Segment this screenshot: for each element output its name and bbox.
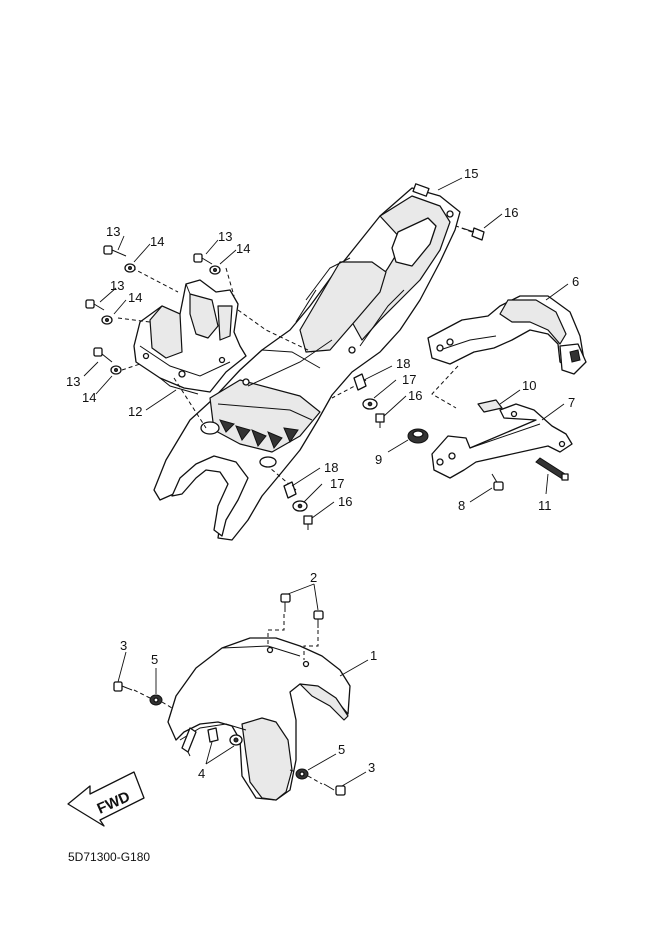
screw-16-upper [461, 227, 485, 241]
forward-arrow-icon: FWD [67, 771, 145, 827]
label-rear-15: 15 [464, 166, 478, 181]
bracket [431, 403, 573, 479]
label-rear-11: 11 [538, 498, 552, 513]
bolt-3-left [113, 681, 133, 692]
label-rear-18-mid: 18 [396, 356, 410, 371]
label-rear-16-low: 16 [338, 494, 352, 509]
bolt-13-c [85, 299, 113, 325]
label-rear-9: 9 [375, 452, 382, 467]
label-front-5-right: 5 [338, 742, 345, 757]
inner-liner [133, 279, 247, 395]
screw-2-b [313, 610, 324, 628]
label-rear-13-c: 13 [110, 278, 124, 293]
label-rear-14-d: 14 [82, 390, 96, 405]
label-rear-12: 12 [128, 404, 142, 419]
label-front-2: 2 [310, 570, 317, 585]
label-rear-14-a: 14 [150, 234, 164, 249]
bolt-8 [491, 473, 504, 491]
installation-lines-rear [117, 225, 473, 491]
collar-washer-screw-lower [283, 481, 313, 530]
bolt-13-b [193, 253, 221, 275]
grommet [407, 428, 429, 444]
pad [477, 399, 503, 413]
bolt-13-a [103, 245, 136, 273]
label-rear-6: 6 [572, 274, 579, 289]
labels-rear: 15 16 13 14 13 14 13 14 13 14 12 6 18 17… [66, 166, 579, 513]
label-front-3-right: 3 [368, 760, 375, 775]
label-rear-13-d: 13 [66, 374, 80, 389]
screw-2-a [280, 593, 291, 612]
label-rear-14-b: 14 [236, 241, 250, 256]
front-fender-assembly [113, 593, 351, 801]
label-front-5-left: 5 [151, 652, 158, 667]
label-rear-13-b: 13 [218, 229, 232, 244]
label-rear-7: 7 [568, 395, 575, 410]
bolt-13-d [93, 347, 122, 375]
label-rear-17-low: 17 [330, 476, 344, 491]
labels-front: 2 1 3 5 4 5 3 [120, 570, 377, 781]
collar-washer-screw-middle [353, 373, 385, 428]
rear-fender [153, 183, 461, 541]
leaders-front [117, 583, 369, 787]
bolt-3-right [323, 783, 346, 796]
front-fender [167, 637, 351, 801]
diagram-code: 5D71300-G180 [68, 850, 151, 864]
label-front-1: 1 [370, 648, 377, 663]
label-rear-16-mid: 16 [408, 388, 422, 403]
label-rear-10: 10 [522, 378, 536, 393]
label-rear-8: 8 [458, 498, 465, 513]
collar-4-a [207, 727, 219, 743]
washer-5-right [295, 768, 309, 780]
leaders-rear [83, 177, 569, 519]
label-front-3-left: 3 [120, 638, 127, 653]
label-rear-13-a: 13 [106, 224, 120, 239]
cable-tie [535, 457, 569, 481]
label-rear-18-low: 18 [324, 460, 338, 475]
rear-fender-assembly [85, 183, 587, 541]
tail-bracket [427, 295, 587, 375]
label-rear-16-top: 16 [504, 205, 518, 220]
washer-5-left [149, 694, 163, 706]
label-front-4: 4 [198, 766, 205, 781]
label-rear-17-mid: 17 [402, 372, 416, 387]
collar-4-b [229, 734, 243, 746]
label-rear-14-c: 14 [128, 290, 142, 305]
